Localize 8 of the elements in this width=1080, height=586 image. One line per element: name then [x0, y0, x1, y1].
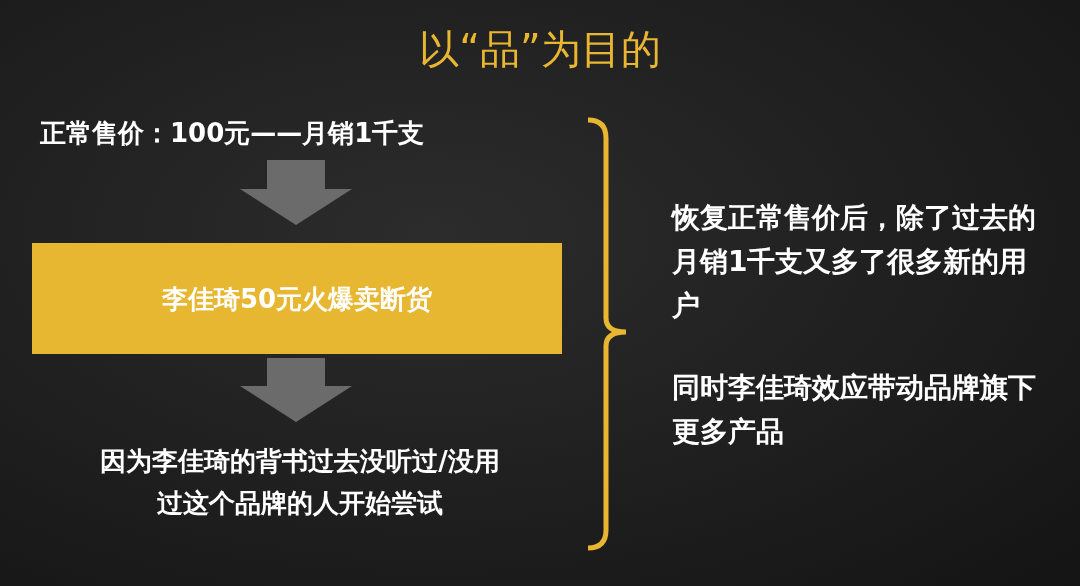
- note-text: 恢复正常售价后，除了过去的月销1千支又多了很多新的用户: [672, 200, 1037, 324]
- block-arrow: [240, 358, 352, 422]
- price-text: 正常售价：100元——月销1千支: [40, 112, 570, 156]
- block-arrow: [240, 160, 352, 225]
- result-text: 因为李佳琦的背书过去没听过/没用过这个品牌的人开始尝试: [100, 440, 500, 566]
- title: 以“品”为目的: [418, 25, 662, 74]
- highlight-box: 李佳琦50元火爆卖断货: [32, 243, 562, 354]
- note-text: 同时李佳琦效应带动品牌旗下更多产品: [672, 370, 1037, 450]
